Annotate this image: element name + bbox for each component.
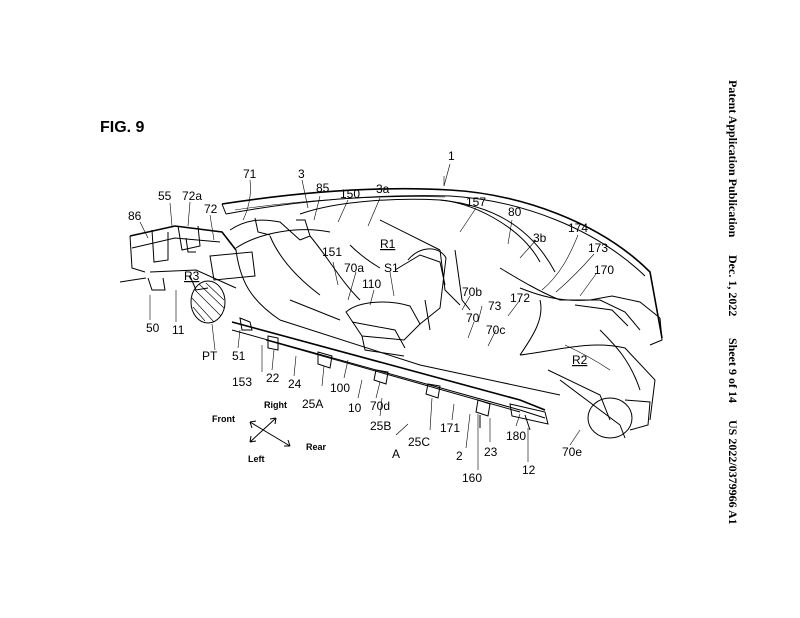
- ref-label: 2: [456, 449, 463, 463]
- direction-left: Left: [248, 454, 265, 464]
- ref-label: 50: [146, 321, 160, 335]
- seat-s1: [345, 248, 447, 357]
- ref-label: 1: [448, 149, 455, 163]
- ref-label: 80: [508, 205, 522, 219]
- ref-label: 25C: [408, 435, 430, 449]
- ref-label: 23: [484, 445, 498, 459]
- direction-right: Right: [264, 400, 287, 410]
- side-sill: [231, 317, 549, 431]
- leader-lines: [139, 176, 597, 470]
- ref-label: 3b: [533, 231, 547, 245]
- ref-label: 150: [340, 187, 360, 201]
- reference-labels: 1 3 3a 3b 71 85 150 157 80 174 173 170 8…: [128, 149, 614, 485]
- ref-label: 73: [488, 299, 502, 313]
- ref-label: 25A: [302, 397, 323, 411]
- ref-label: R3: [184, 269, 200, 283]
- ref-label: 25B: [370, 419, 391, 433]
- figure-title: FIG. 9: [100, 119, 145, 136]
- ref-label: R1: [380, 237, 396, 251]
- ref-label: 70b: [462, 285, 482, 299]
- ref-label: 3a: [376, 182, 390, 196]
- ref-label: 70e: [562, 445, 582, 459]
- ref-label: 10: [348, 401, 362, 415]
- ref-label: 151: [322, 245, 342, 259]
- powertrain-outline: [190, 280, 226, 324]
- ref-label: 70c: [486, 323, 505, 337]
- ref-label: 3: [298, 167, 305, 181]
- ref-label: 160: [462, 471, 482, 485]
- ref-label: PT: [202, 349, 218, 363]
- ref-label: 22: [266, 371, 280, 385]
- ref-label: 172: [510, 291, 530, 305]
- ref-label: 153: [232, 375, 252, 389]
- cabin-structure: [229, 217, 663, 396]
- ref-label: 171: [440, 421, 460, 435]
- direction-front: Front: [212, 414, 235, 424]
- roof-panel: [221, 187, 663, 339]
- direction-rear: Rear: [306, 442, 327, 452]
- ref-label: 12: [522, 463, 536, 477]
- ref-label: A: [392, 447, 400, 461]
- ref-label: 55: [158, 189, 172, 203]
- ref-label: 157: [466, 195, 486, 209]
- ref-label: 72: [204, 202, 218, 216]
- ref-label: 110: [362, 277, 381, 291]
- ref-label: 180: [506, 429, 526, 443]
- ref-label: 72a: [182, 189, 202, 203]
- ref-label: S1: [384, 261, 399, 275]
- ref-label: 174: [568, 221, 588, 235]
- ref-label: 70d: [370, 399, 390, 413]
- ref-label: 173: [588, 241, 608, 255]
- ref-label: 85: [316, 181, 330, 195]
- ref-label: 170: [594, 263, 614, 277]
- ref-label: R2: [572, 353, 588, 367]
- ref-label: 11: [172, 323, 185, 337]
- ref-label: 24: [288, 377, 302, 391]
- ref-label: 100: [330, 381, 350, 395]
- ref-label: 86: [128, 209, 142, 223]
- ref-label: 70: [466, 311, 480, 325]
- direction-arrows: Front Right Left Rear: [212, 400, 327, 464]
- ref-label: 71: [243, 167, 257, 181]
- rear-compartment: [519, 329, 656, 439]
- ref-label: 51: [232, 349, 246, 363]
- ref-label: 70a: [344, 261, 364, 275]
